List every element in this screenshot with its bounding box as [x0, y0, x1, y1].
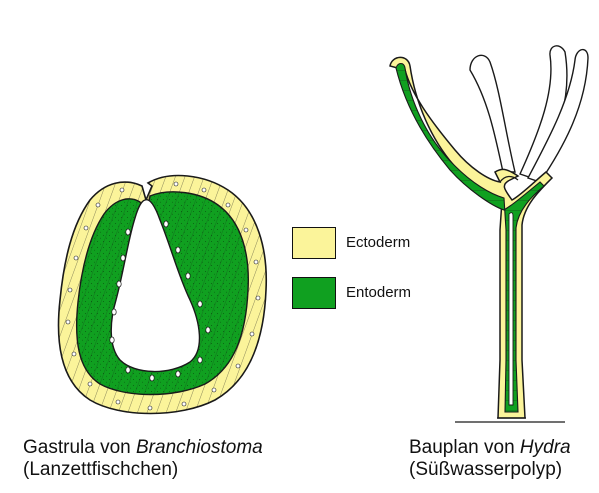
gastrula-caption-line2: (Lanzettfischchen): [23, 459, 179, 480]
hydra-tentacles: [469, 45, 589, 183]
gastrula-caption: Gastrula von Branchiostoma (Lanzettfisch…: [23, 437, 263, 481]
hydra-gastric-cavity: [508, 212, 514, 406]
legend-swatch-entoderm: [292, 277, 336, 309]
legend-swatch-ectoderm: [292, 227, 336, 259]
hydra-caption: Bauplan von Hydra (Süßwasserpolyp): [409, 437, 571, 481]
hydra-caption-line2: (Süßwasserpolyp): [409, 459, 563, 480]
legend-label-entoderm: Entoderm: [346, 284, 412, 301]
gastrula-caption-line1: Gastrula von Branchiostoma: [23, 437, 263, 458]
legend-label-ectoderm: Ectoderm: [346, 234, 411, 251]
gastrula-drawing: [57, 174, 268, 415]
gastrula-archenteron: [110, 199, 201, 373]
hydra-drawing: [389, 45, 589, 423]
hydra-caption-line1: Bauplan von Hydra: [409, 437, 571, 458]
